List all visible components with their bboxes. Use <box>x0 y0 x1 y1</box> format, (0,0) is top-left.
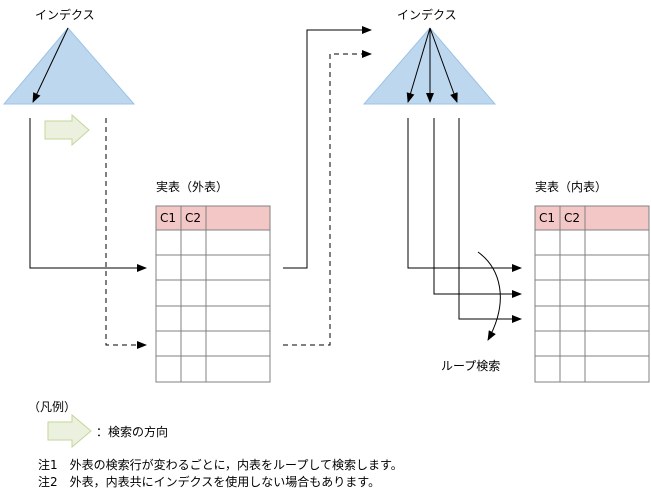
inner-header-c2: C2 <box>564 211 581 225</box>
right-index-arrow-3 <box>429 27 458 103</box>
inner-path-2 <box>433 118 522 298</box>
inner-header-c1: C1 <box>539 211 556 225</box>
outer-dashed-path <box>105 118 147 349</box>
outer-table-title: 実表（外表） <box>156 180 229 194</box>
outer-table <box>155 205 271 383</box>
inner-path-1 <box>407 118 522 272</box>
search-direction-arrow-sample <box>44 113 90 147</box>
outer-solid-path <box>29 118 147 272</box>
left-index-arrow <box>32 27 69 103</box>
middle-solid-path <box>283 26 372 269</box>
legend-direction-label: ：検索の方向 <box>96 425 169 439</box>
middle-dashed-path <box>283 50 372 346</box>
legend-title: （凡例） <box>28 400 77 414</box>
inner-path-3 <box>458 118 522 323</box>
loop-curve-arrow <box>477 251 501 341</box>
inner-table-title: 実表（内表） <box>535 180 608 194</box>
outer-header-c1: C1 <box>160 211 177 225</box>
loop-search-label: ループ検索 <box>441 359 501 373</box>
inner-table <box>534 205 650 383</box>
left-index-triangle <box>2 27 136 105</box>
left-index-label: インデクス <box>35 8 95 22</box>
note-2: 注2 外表，内表共にインデクスを使用しない場合もあります。 <box>38 475 381 489</box>
right-index-label: インデクス <box>397 8 457 22</box>
legend-arrow-icon <box>47 413 92 449</box>
outer-header-c2: C2 <box>185 211 202 225</box>
note-1: 注1 外表の検索行が変わるごとに，内表をループして検索します。 <box>38 458 403 472</box>
right-index-arrow-1 <box>406 27 431 103</box>
